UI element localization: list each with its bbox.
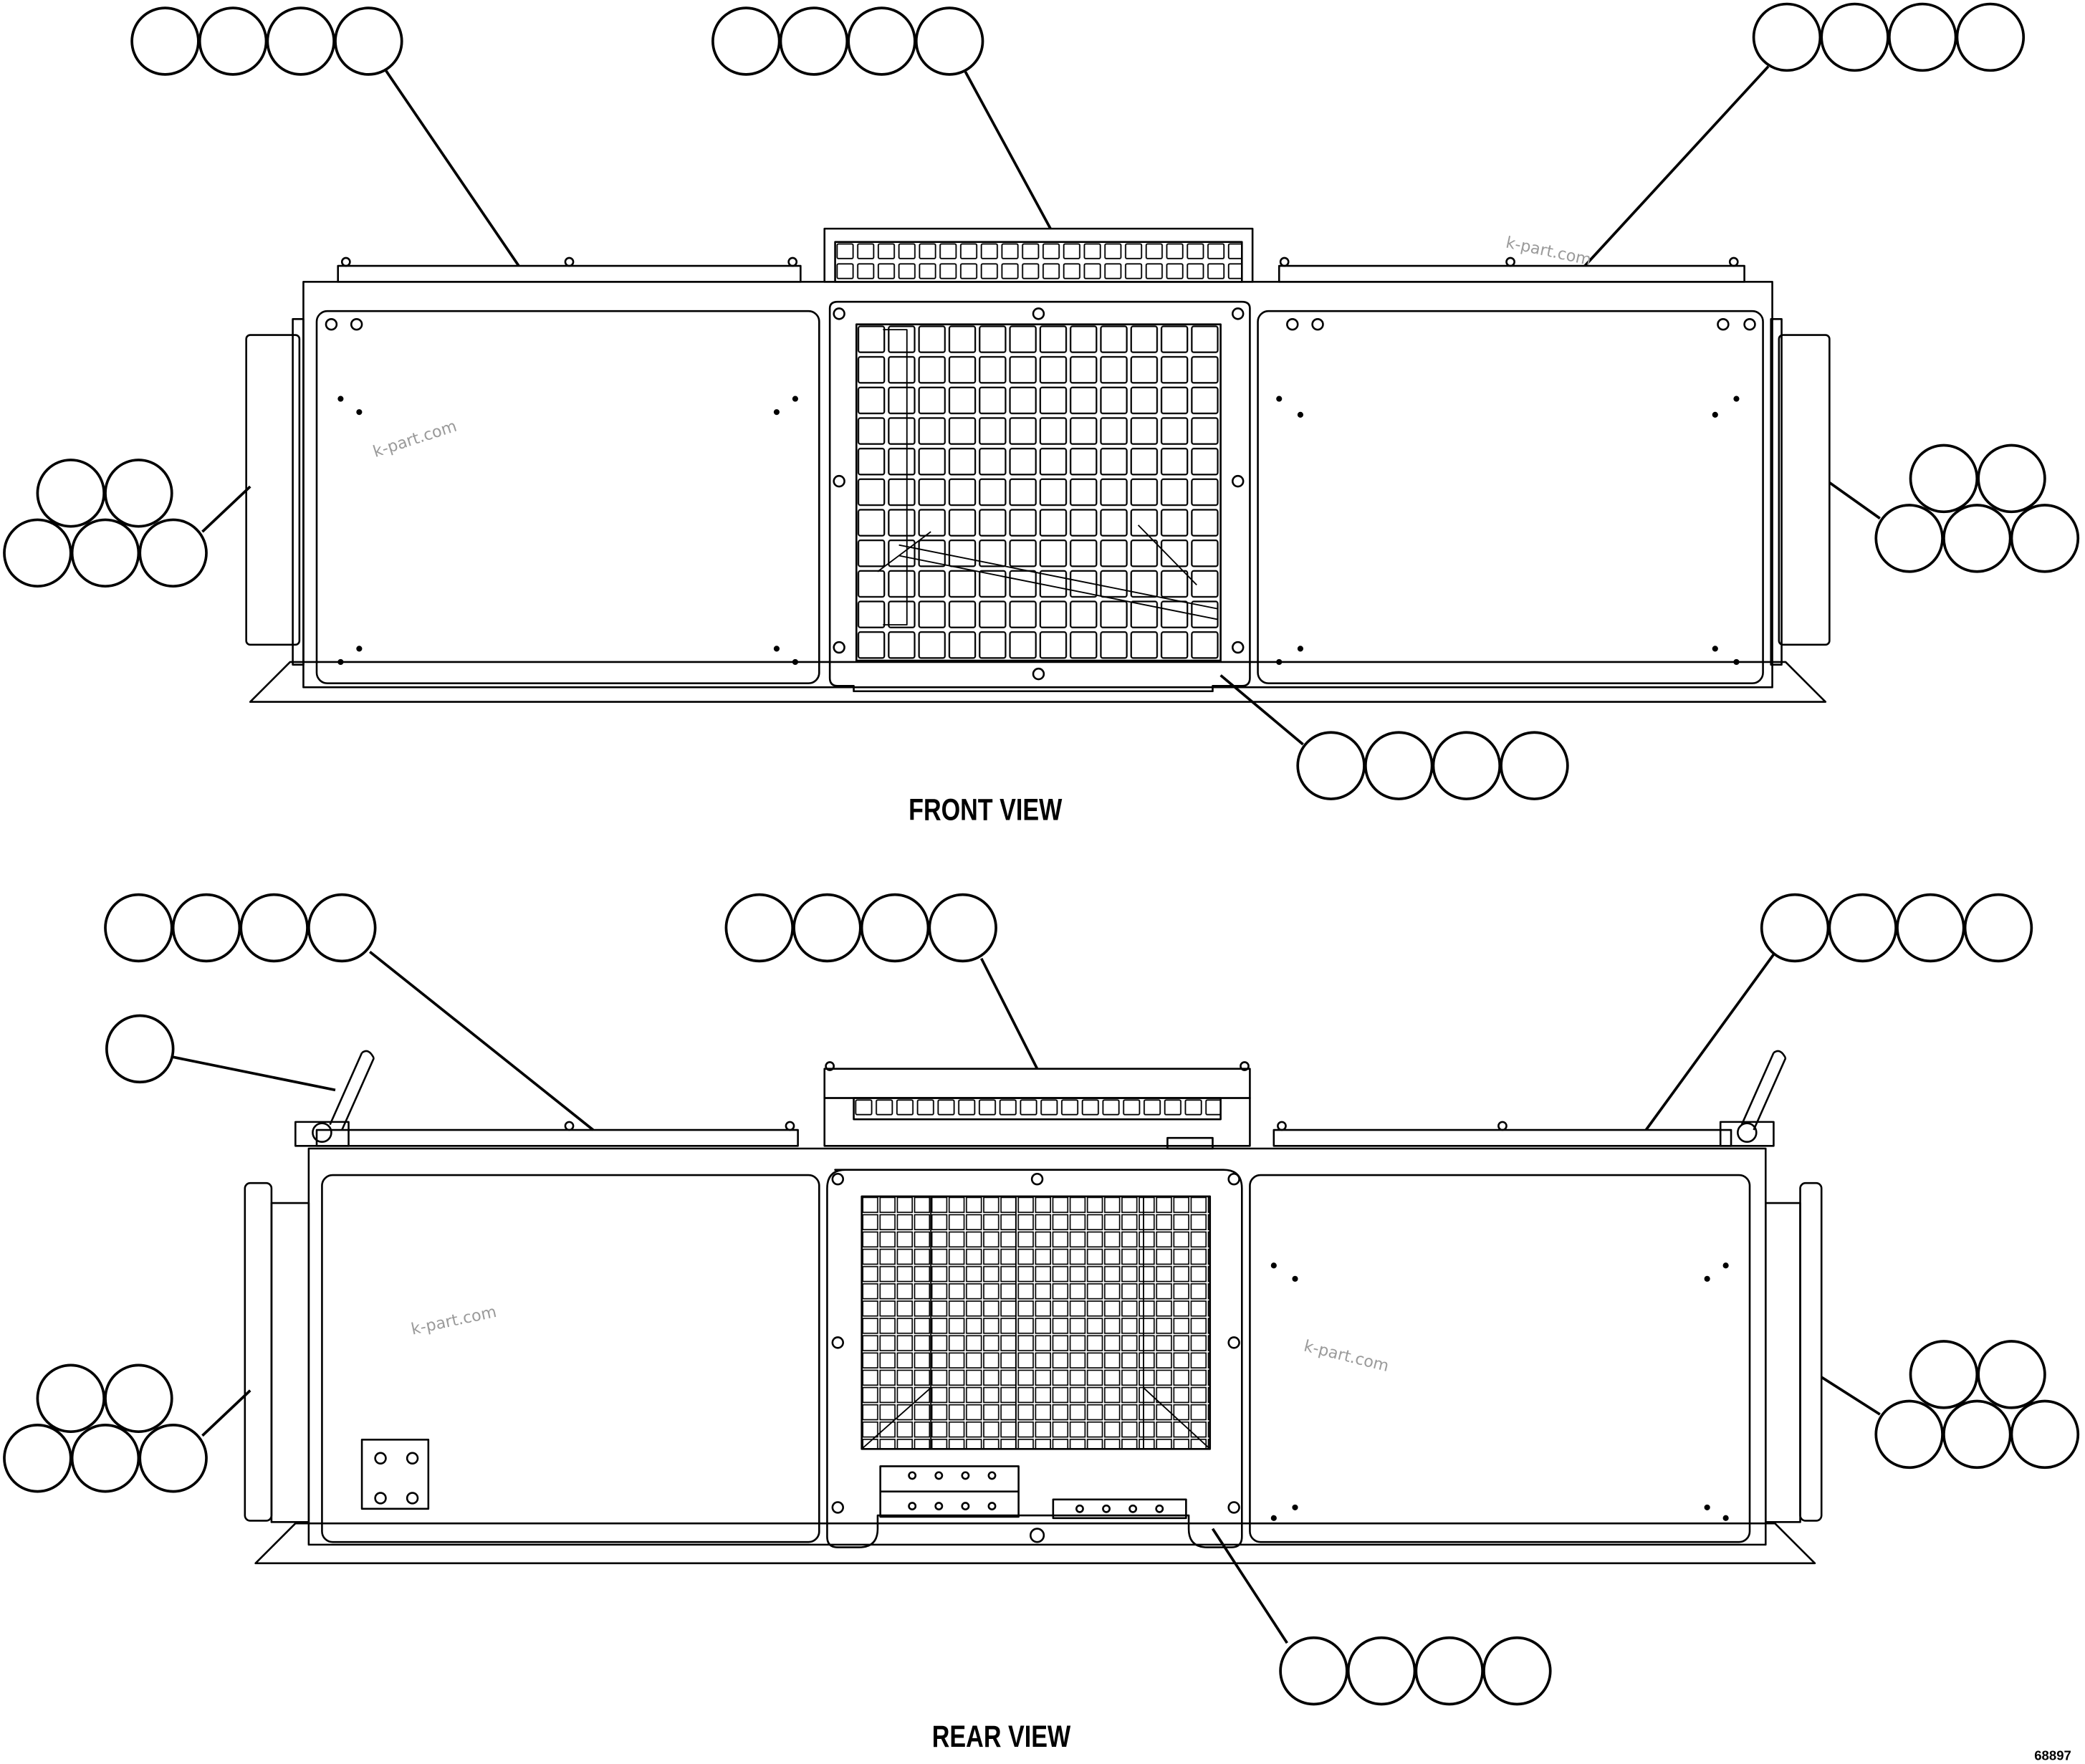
rear-view-drawing [244,1050,1823,1565]
rear-view-title: REAR VIEW [932,1720,1071,1753]
right-handle-group [1719,1050,1787,1147]
watermark: k-part.com [1302,1337,1391,1376]
watermark: k-part.com [409,1303,498,1339]
watermark: k-part.com [1504,234,1593,270]
watermark: k-part.com [370,417,459,461]
front-callouts [3,2,2080,800]
left-handle-group [294,1050,375,1147]
front-view-drawing [245,227,1831,703]
drawing-number: 68897 [2034,1748,2071,1763]
front-view-title: FRONT VIEW [909,793,1063,827]
rear-callouts [3,893,2080,1706]
